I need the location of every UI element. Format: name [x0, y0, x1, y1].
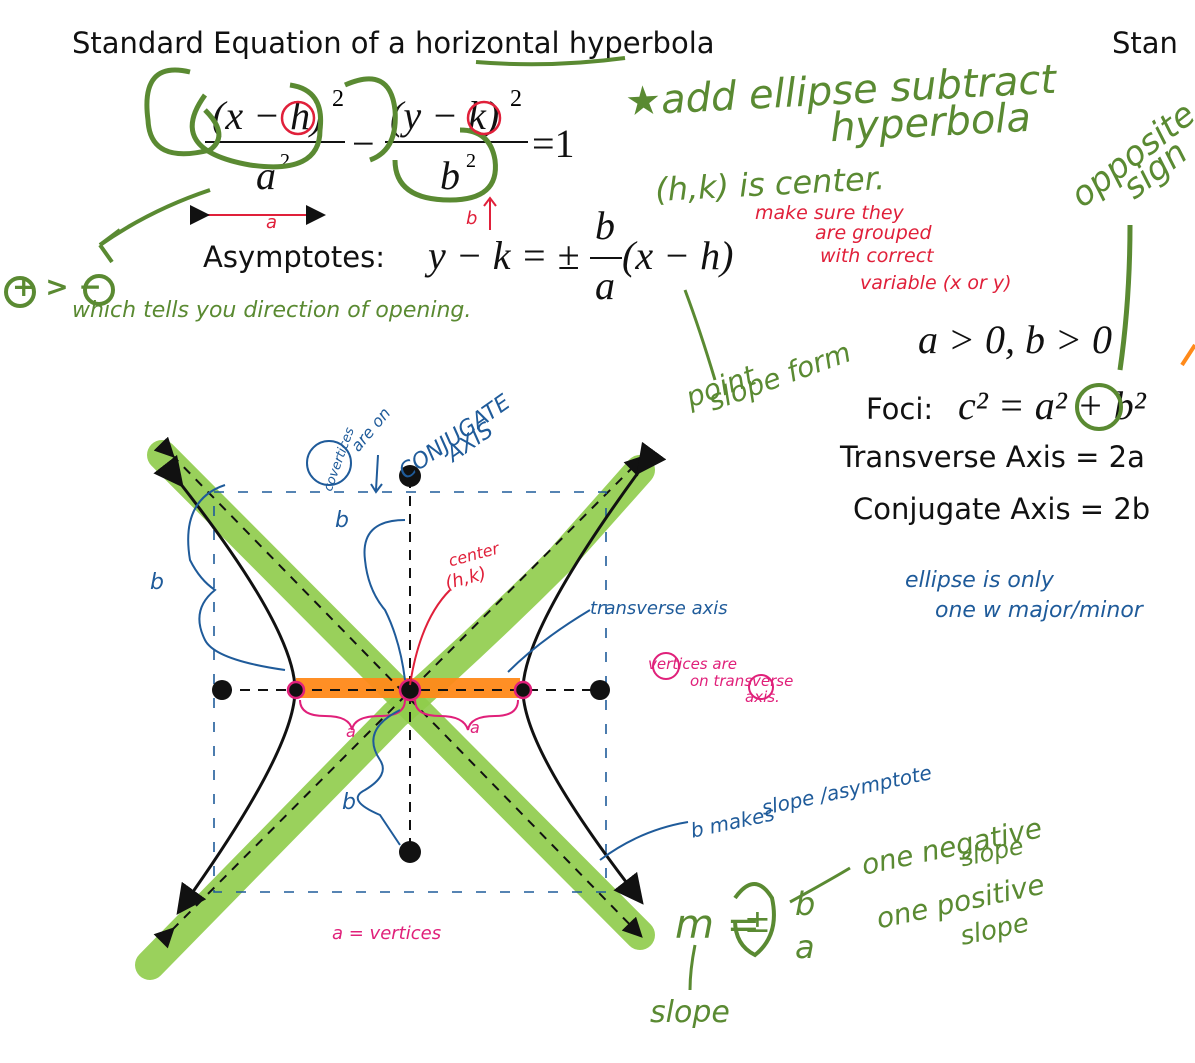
grouped-note-4: variable (x or y)	[860, 272, 1012, 294]
minus-loop	[343, 76, 398, 163]
asymptotes-label: Asymptotes:	[203, 240, 385, 274]
center-pointer	[363, 519, 406, 681]
x-exponent: 2	[332, 86, 344, 112]
equation-minus: −	[352, 121, 375, 166]
slope-arrow	[688, 944, 697, 991]
negative-positive-arrow	[789, 866, 851, 904]
vertices-note-1: vertices are	[648, 655, 737, 673]
cut-off-title: Stan	[1112, 26, 1178, 60]
focus-right	[590, 680, 610, 700]
point-slope-arrow	[683, 289, 717, 381]
brace-a-right	[414, 699, 519, 731]
asymptote-denominator: a	[595, 263, 615, 308]
label-a-top: a	[266, 212, 278, 233]
brace-b-left	[187, 484, 286, 671]
opposite-arrow	[1117, 224, 1133, 371]
transverse-pointer	[507, 609, 591, 673]
plus-loop	[144, 67, 222, 157]
slope-pm: ±	[744, 902, 771, 940]
covertices-circle	[306, 440, 352, 486]
page-title: Standard Equation of a horizontal hyperb…	[72, 26, 715, 60]
x-term: (x − h)	[212, 93, 324, 138]
b-loop	[392, 127, 498, 203]
circle-minus	[83, 274, 115, 306]
label-a-left: a	[346, 722, 356, 741]
brace-b-lower	[356, 709, 401, 846]
asymptote-box	[213, 491, 607, 893]
grouped-note-3: with correct	[820, 245, 934, 267]
ellipse-note-1: ellipse is only	[905, 568, 1054, 593]
y-exponent: 2	[510, 86, 522, 112]
label-b-left: b	[150, 570, 164, 595]
transverse-axis: Transverse Axis = 2a	[840, 440, 1145, 474]
conjugate-axis: Conjugate Axis = 2b	[853, 492, 1151, 526]
a-exponent: 2	[280, 150, 290, 172]
x-term-loop	[189, 82, 324, 170]
slope-a: a	[795, 928, 815, 966]
vertex-right	[513, 680, 533, 700]
a-vertices-note: a = vertices	[332, 923, 442, 944]
slope-label: slope	[650, 995, 730, 1030]
label-b-box: b	[335, 508, 349, 533]
slope-pointer	[599, 821, 689, 861]
opening-note: which tells you direction of opening.	[72, 298, 472, 323]
foci-label: Foci:	[866, 392, 934, 426]
covertex-top	[399, 465, 421, 487]
plus-sign-circle	[1075, 383, 1123, 431]
h-circle	[280, 100, 316, 136]
asymptote-highlight-up	[135, 455, 655, 980]
conjugate-arrow	[370, 454, 383, 494]
covertex-bottom	[399, 841, 421, 863]
arrow-head-plus	[98, 228, 122, 264]
vertex-left	[286, 680, 306, 700]
k-circle	[466, 100, 502, 136]
focus-left	[212, 680, 232, 700]
axis-circle	[748, 674, 774, 700]
grouped-note-1: make sure they	[755, 202, 904, 224]
y-term: (y − k)	[390, 93, 500, 138]
condition: a > 0, b > 0	[918, 317, 1112, 362]
vertices-circle	[652, 652, 680, 680]
slope-m-loop	[733, 882, 776, 958]
b-arrow	[483, 196, 497, 230]
plus-gt-minus: + > −	[12, 270, 102, 303]
b-exponent: 2	[466, 150, 476, 172]
equals-one: =1	[532, 121, 575, 166]
asymptote-rhs: (x − h)	[622, 233, 734, 278]
label-b-top: b	[466, 208, 478, 229]
center-red-line	[409, 589, 451, 686]
vertices-note-3: axis.	[745, 688, 780, 706]
label-b-lower: b	[342, 790, 356, 815]
slope-b: b	[795, 885, 816, 923]
ellipse-note-2: one w major/minor	[935, 598, 1143, 623]
vertices-note-2: on transverse	[690, 672, 794, 690]
orange-mark	[1180, 343, 1195, 367]
arrow-to-plus	[98, 188, 211, 247]
b-squared: b	[440, 153, 460, 198]
underline-horizontal	[475, 56, 626, 67]
label-a-right: a	[470, 718, 480, 737]
asymptote-lhs: y − k = ±	[428, 233, 580, 278]
slope-m: m =	[675, 902, 761, 948]
transverse-note: transverse axis	[590, 598, 728, 619]
asymptote-numerator: b	[595, 203, 615, 248]
grouped-note-2: are grouped	[815, 222, 932, 244]
circle-plus	[4, 276, 36, 308]
